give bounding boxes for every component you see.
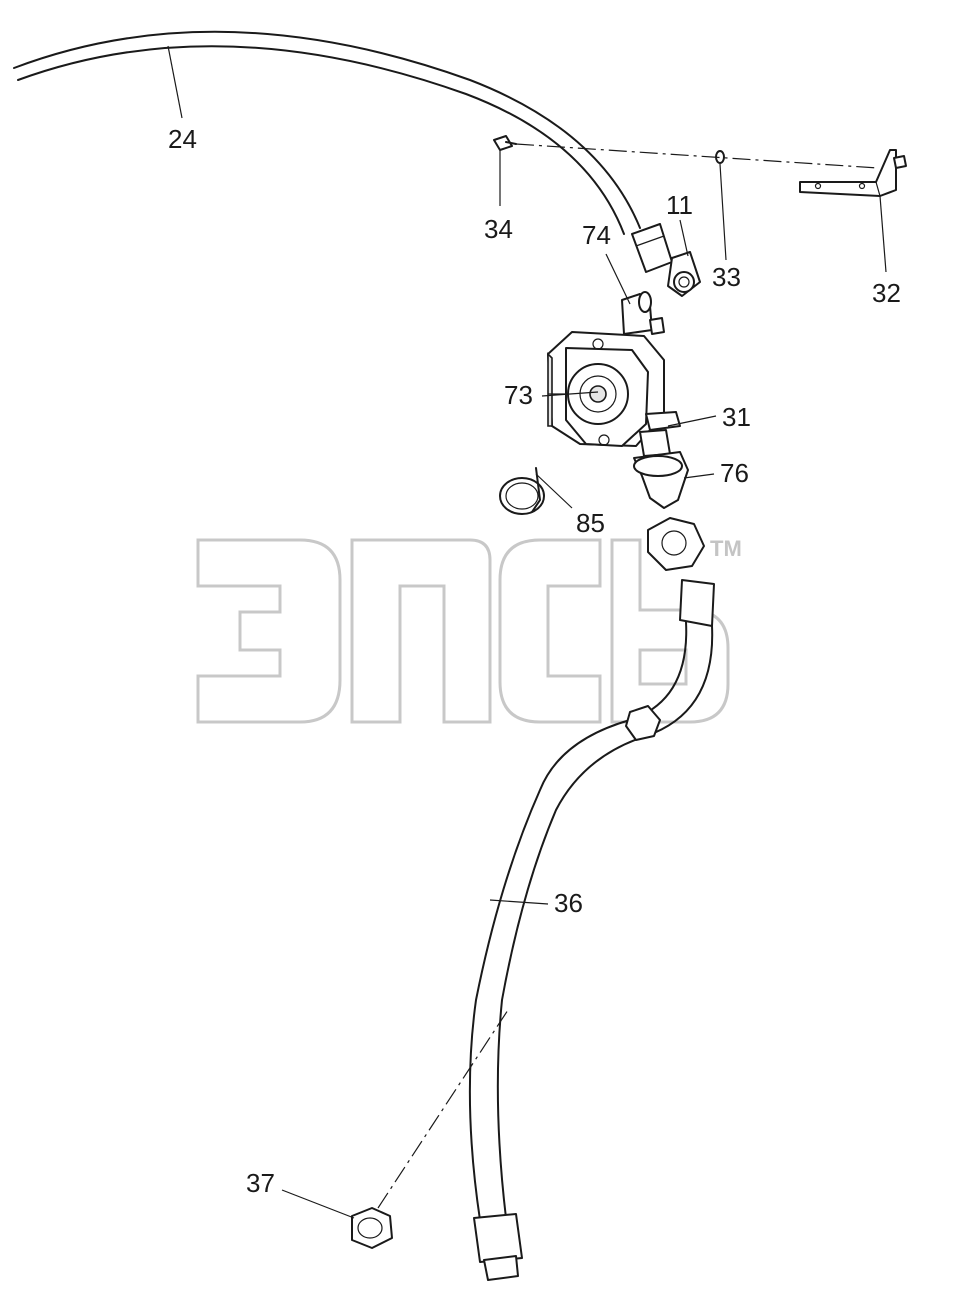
pump-73	[547, 331, 665, 447]
clamp-85	[499, 467, 545, 515]
elbow-76	[633, 451, 689, 509]
nut-37	[351, 1207, 393, 1249]
bracket-32	[799, 149, 907, 197]
watermark-tm: TM	[710, 536, 742, 561]
nut-axis-line	[377, 1009, 509, 1209]
callout-76: 76	[720, 458, 749, 488]
fitting-11	[667, 251, 701, 297]
callout-24: 24	[168, 124, 197, 154]
callout-33: 33	[712, 262, 741, 292]
callout-32: 32	[872, 278, 901, 308]
leader-lines	[167, 45, 887, 1219]
callout-73: 73	[504, 380, 533, 410]
callout-85: 85	[576, 508, 605, 538]
fitting-31	[639, 411, 681, 457]
callout-37: 37	[246, 1168, 275, 1198]
callout-74: 74	[582, 220, 611, 250]
callout-11: 11	[666, 190, 693, 220]
assembly-axis-line	[515, 143, 879, 169]
bolt-34	[493, 135, 517, 151]
callout-34: 34	[484, 214, 513, 244]
callout-36: 36	[554, 888, 583, 918]
hose-36	[468, 517, 715, 1281]
adapter-74	[621, 291, 665, 335]
callout-31: 31	[722, 402, 751, 432]
hose-24	[13, 30, 673, 273]
